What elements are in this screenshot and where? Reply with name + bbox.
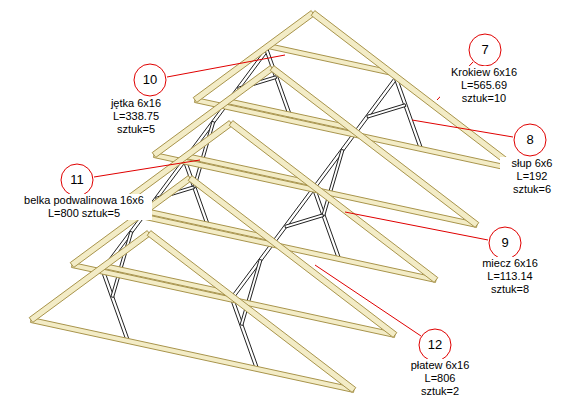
part-description: miecz 6x16 L=113.14 sztuk=8 <box>472 257 548 296</box>
callout-circle <box>61 164 93 196</box>
callout: 11belka podwalinowa 16x6 L=800 sztuk=5 <box>60 163 94 197</box>
frame-member <box>367 104 406 118</box>
callout: 9miecz 6x16 L=113.14 sztuk=8 <box>488 226 522 260</box>
part-description: słup 6x6 L=192 sztuk=6 <box>500 157 564 196</box>
callout-number: 10 <box>133 63 167 97</box>
callout: 7Krokiew 6x16 L=565.69 sztuk=10 <box>468 33 502 67</box>
callout-circle <box>489 227 521 259</box>
callout-number: 7 <box>468 33 502 67</box>
callout-number: 9 <box>488 226 522 260</box>
leader-line <box>315 265 421 336</box>
callout: 8słup 6x6 L=192 sztuk=6 <box>513 123 547 157</box>
truss-member <box>188 176 397 338</box>
frame-member <box>285 214 324 228</box>
frame-member <box>193 121 215 187</box>
leader-line <box>345 212 488 240</box>
truss <box>29 231 356 393</box>
truss-member <box>147 231 356 393</box>
leader-line <box>412 120 513 137</box>
callout: 10jętka 6x16 L=338.75 sztuk=5 <box>133 63 167 97</box>
callout-circle <box>134 64 166 96</box>
callout-number: 11 <box>60 163 94 197</box>
leader-line <box>167 55 285 77</box>
part-description: jętka 6x16 L=338.75 sztuk=5 <box>99 97 173 136</box>
truss-member <box>229 121 438 283</box>
callout-circle <box>514 124 546 156</box>
leader-line <box>94 160 200 177</box>
part-description: belka podwalinowa 16x6 L=800 sztuk=5 <box>16 194 152 220</box>
callout-circle <box>469 34 501 66</box>
part-description: płatew 6x16 L=806 sztuk=2 <box>404 359 476 398</box>
truss-member <box>29 231 151 323</box>
part-description: Krokiew 6x16 L=565.69 sztuk=10 <box>440 66 528 105</box>
callout-circle <box>419 329 451 361</box>
callout-number: 12 <box>418 328 452 362</box>
frame-member <box>111 231 133 297</box>
callout-number: 8 <box>513 123 547 157</box>
callout: 12płatew 6x16 L=806 sztuk=2 <box>418 328 452 362</box>
